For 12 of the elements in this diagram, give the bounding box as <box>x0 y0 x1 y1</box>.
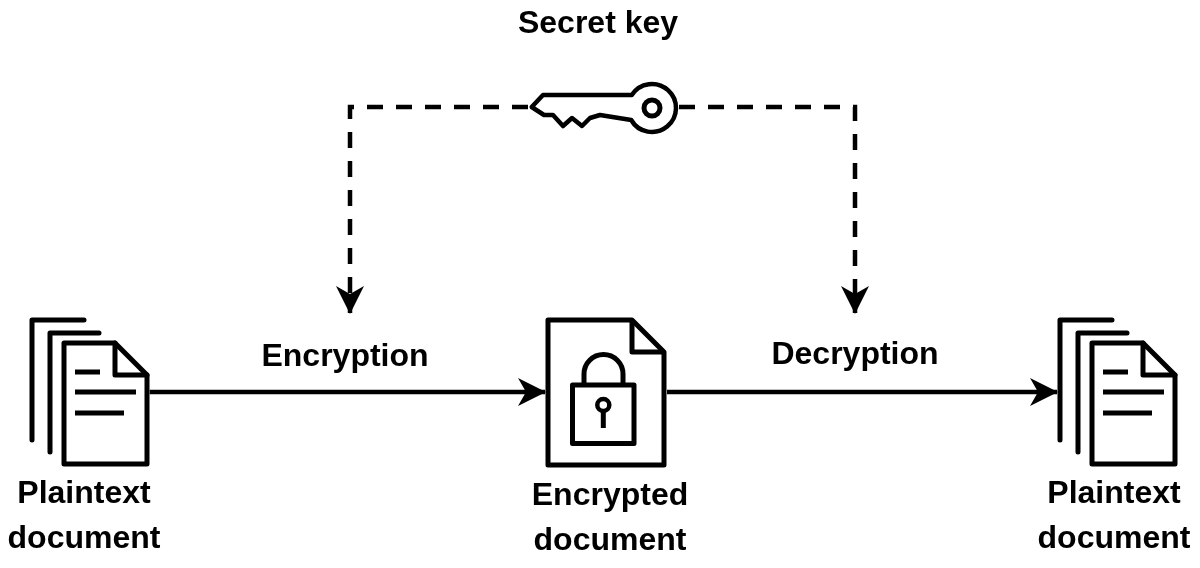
locked-document-icon <box>545 317 667 468</box>
node-caption: Secret key <box>516 3 680 42</box>
document-stack-icon <box>28 317 150 467</box>
node-caption: Plaintext document <box>6 473 162 557</box>
node-caption: Plaintext document <box>1036 473 1192 557</box>
arrow <box>667 378 1058 406</box>
key-icon <box>528 81 679 135</box>
node-caption: Encrypted document <box>530 475 690 559</box>
document-stack-icon <box>1057 317 1178 467</box>
arrow <box>149 378 546 406</box>
dashed-arrow <box>679 104 869 314</box>
dashed-arrow <box>336 104 528 314</box>
